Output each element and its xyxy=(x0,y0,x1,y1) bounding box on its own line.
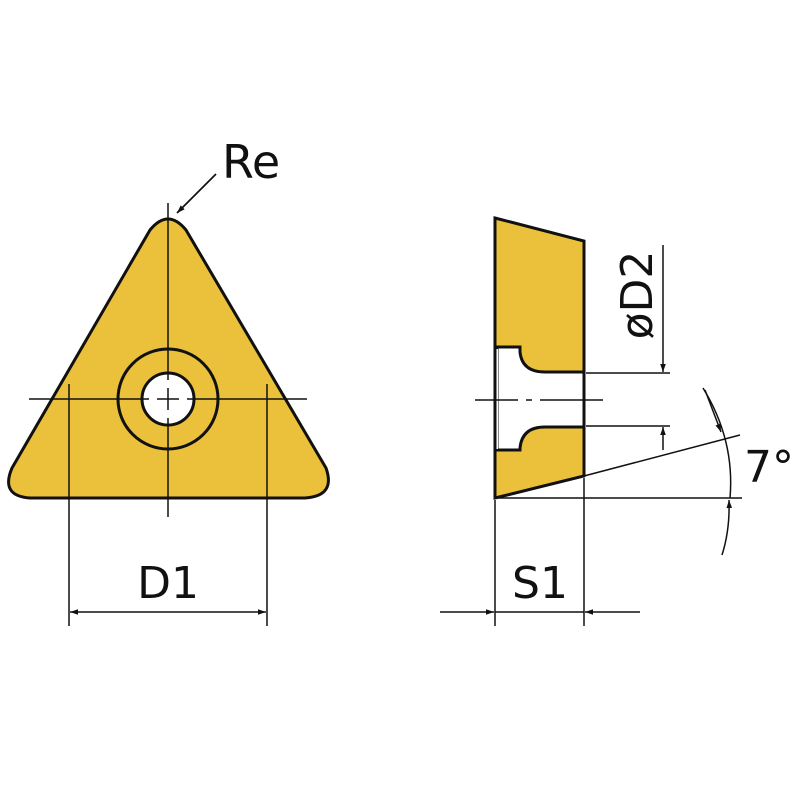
side-view: øD2 7° S1 xyxy=(440,216,794,626)
hole-diameter-label: øD2 xyxy=(612,251,663,340)
thickness-label: S1 xyxy=(512,558,568,609)
counterbore-circle xyxy=(116,347,220,451)
countersunk-hole xyxy=(495,345,586,452)
angle-arc xyxy=(702,387,732,499)
inscribed-dimension-label: D1 xyxy=(137,558,199,609)
top-view: Re D1 xyxy=(7,135,330,626)
clearance-angle-line xyxy=(583,434,741,477)
clearance-angle-label: 7° xyxy=(744,442,794,493)
corner-radius-label: Re xyxy=(222,135,280,189)
re-leader-arrow xyxy=(176,173,217,214)
